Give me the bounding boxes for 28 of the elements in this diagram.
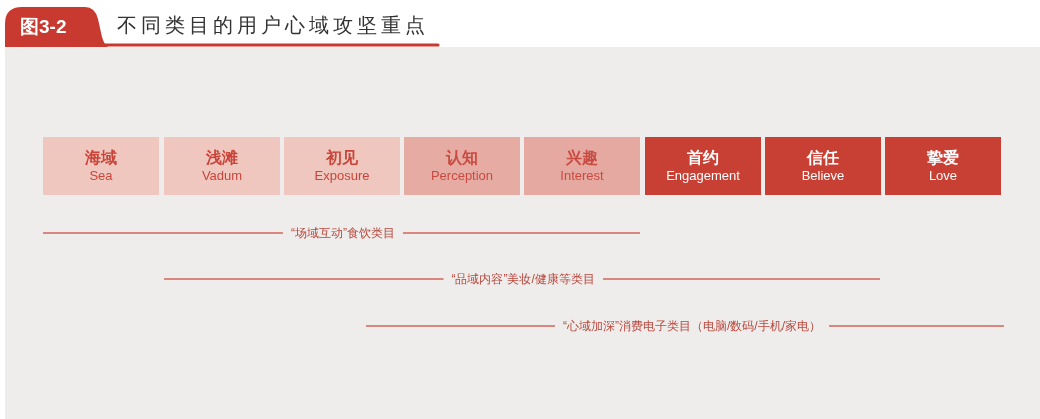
stage-box bbox=[765, 137, 881, 195]
stage-name: 认知 bbox=[446, 148, 478, 168]
stage-box bbox=[164, 137, 280, 195]
stage-subtitle: Interest bbox=[560, 168, 604, 184]
stage-box bbox=[284, 137, 400, 195]
stage-box bbox=[43, 137, 159, 195]
stage-subtitle: Exposure bbox=[314, 168, 370, 184]
stage-subtitle: Believe bbox=[801, 168, 845, 184]
stage-name: 首约 bbox=[687, 148, 719, 168]
stage-subtitle: Vadum bbox=[201, 168, 243, 184]
stage-box bbox=[524, 137, 640, 195]
stage-subtitle: Sea bbox=[89, 168, 113, 184]
stage-box bbox=[885, 137, 1001, 195]
stage-box bbox=[645, 137, 761, 195]
stage-name: 兴趣 bbox=[566, 148, 598, 168]
category-label: “品域内容”美妆/健康等类目 bbox=[451, 271, 595, 288]
category-label: “心域加深”消费电子类目（电脑/数码/手机/家电） bbox=[563, 318, 821, 335]
stage-name: 挚爱 bbox=[927, 148, 959, 168]
stage-box bbox=[404, 137, 520, 195]
stage-subtitle: Love bbox=[928, 168, 958, 184]
title: 不同类目的用户心域攻坚重点 bbox=[117, 13, 429, 38]
stage-name: 浅滩 bbox=[206, 148, 238, 168]
stage-subtitle: Perception bbox=[430, 168, 494, 184]
stage-subtitle: Engagement bbox=[666, 168, 740, 184]
stage-name: 初见 bbox=[326, 148, 358, 168]
stage-name: 信任 bbox=[807, 148, 839, 168]
category-label: “场域互动”食饮类目 bbox=[291, 225, 395, 242]
stage-name: 海域 bbox=[85, 148, 117, 168]
